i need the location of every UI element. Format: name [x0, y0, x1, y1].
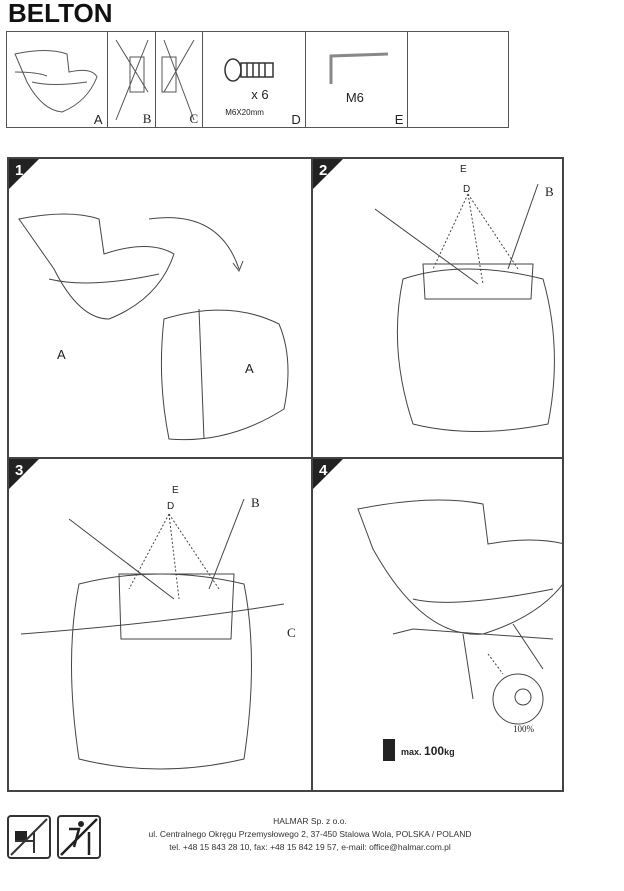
company-address: ul. Centralnego Okręgu Przemysłowego 2, … — [148, 829, 472, 839]
leg-frame-c-icon — [161, 39, 195, 121]
part-label: E — [394, 112, 404, 127]
no-standing-on-chair-icon — [7, 815, 51, 859]
company-name: HALMAR Sp. z o.o. — [273, 816, 347, 826]
part-a-label: A — [245, 361, 254, 376]
company-footer: HALMAR Sp. z o.o. ul. Centralnego Okręgu… — [120, 815, 500, 854]
step-2: 2 E D B — [312, 158, 563, 458]
parts-list: A B C x 6 M6X20mm D M6 E — [6, 31, 509, 128]
bolt-label: D — [167, 501, 175, 512]
bolt-quantity: x 6 — [251, 87, 269, 102]
allen-key-label: E — [172, 485, 179, 496]
product-title: BELTON — [8, 0, 113, 28]
part-d: x 6 M6X20mm D — [203, 32, 306, 127]
bolt-icon — [224, 58, 274, 82]
steps-grid: 1 A A 2 E D B 3 E D B C 4 max. 100kg 100… — [7, 157, 564, 792]
step-1: 1 A A — [8, 158, 312, 458]
frame-c-label: C — [287, 625, 296, 640]
max-load: max. 100kg — [401, 744, 455, 758]
part-c: C — [156, 32, 204, 127]
attach-frame-c-illustration — [20, 498, 285, 770]
step-4: 4 max. 100kg 100% — [312, 458, 564, 791]
no-tipping-chair-icon — [57, 815, 101, 859]
step-3: 3 E D B C — [8, 458, 312, 791]
part-a-label: A — [57, 347, 66, 362]
company-contact: tel. +48 15 843 28 10, fax: +48 15 842 1… — [169, 842, 451, 852]
part-b: B — [108, 32, 157, 127]
part-empty — [408, 32, 508, 127]
assembled-chair-illustration — [357, 499, 564, 761]
bolt-spec: M6X20mm — [225, 108, 264, 117]
allen-key-spec: M6 — [345, 90, 364, 105]
allen-key-label: E — [460, 164, 467, 175]
frame-b-label: B — [545, 184, 554, 199]
bolt-label: D — [463, 184, 471, 195]
torque-label: 100% — [513, 724, 534, 734]
chair-seat-icon — [14, 50, 98, 113]
warning-icons — [7, 815, 101, 859]
allen-key-icon — [329, 52, 388, 84]
part-label: A — [93, 112, 103, 127]
frame-b-label: B — [251, 495, 260, 510]
part-label: C — [189, 111, 199, 126]
part-e: M6 E — [306, 32, 409, 127]
part-a: A — [7, 32, 108, 127]
part-label: B — [142, 111, 152, 126]
attach-frame-b-illustration — [374, 183, 555, 432]
leg-frame-b-icon — [115, 39, 149, 121]
flip-seat-illustration — [18, 213, 289, 441]
part-label: D — [291, 112, 301, 127]
